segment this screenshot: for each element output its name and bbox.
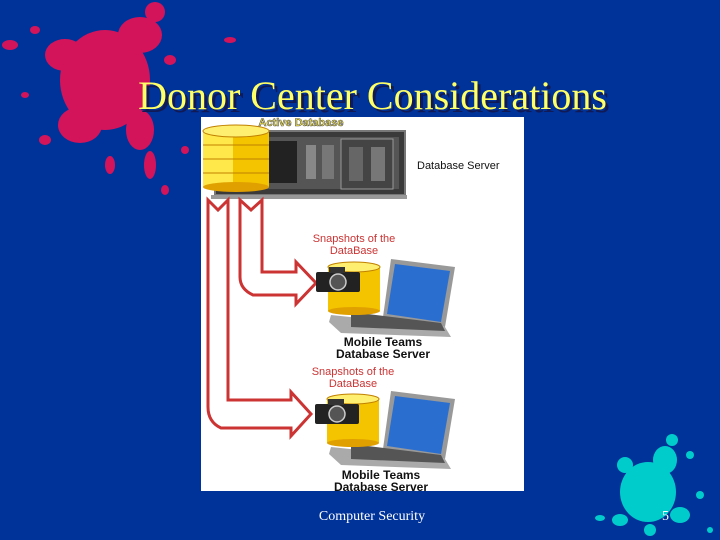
page-number: 5	[662, 509, 669, 524]
database-server-label: Database Server	[417, 160, 500, 172]
snapshot-label-line1: Snapshots of the	[313, 233, 396, 245]
mobile-teams-label-line2: Database Server	[334, 480, 428, 491]
snapshot-label-line1: Snapshots of the	[312, 366, 395, 378]
database-diagram: Active Database Database Server Snapshot…	[201, 117, 524, 491]
slide-title: Donor Center Considerations	[138, 73, 607, 118]
active-database-icon	[202, 124, 270, 192]
pink-splash	[2, 2, 236, 195]
mobile-teams-label-line2: Database Server	[336, 347, 430, 361]
laptop-icon	[329, 391, 455, 469]
mobile-teams-label-line1: Mobile Teams	[342, 468, 421, 482]
arrow-to-mobile-1	[238, 196, 319, 308]
mobile-teams-label-line1: Mobile Teams	[344, 335, 423, 349]
arrow-to-mobile-2	[206, 196, 314, 440]
slide-footer: Computer Security	[318, 509, 426, 524]
camera-icon	[315, 399, 359, 424]
snapshot-label-line2: DataBase	[330, 245, 378, 257]
camera-icon	[316, 267, 360, 292]
laptop-icon	[329, 259, 455, 337]
active-database-label: Active Database	[259, 117, 344, 129]
cyan-splash	[595, 434, 713, 536]
snapshot-label-line2: DataBase	[329, 378, 377, 390]
